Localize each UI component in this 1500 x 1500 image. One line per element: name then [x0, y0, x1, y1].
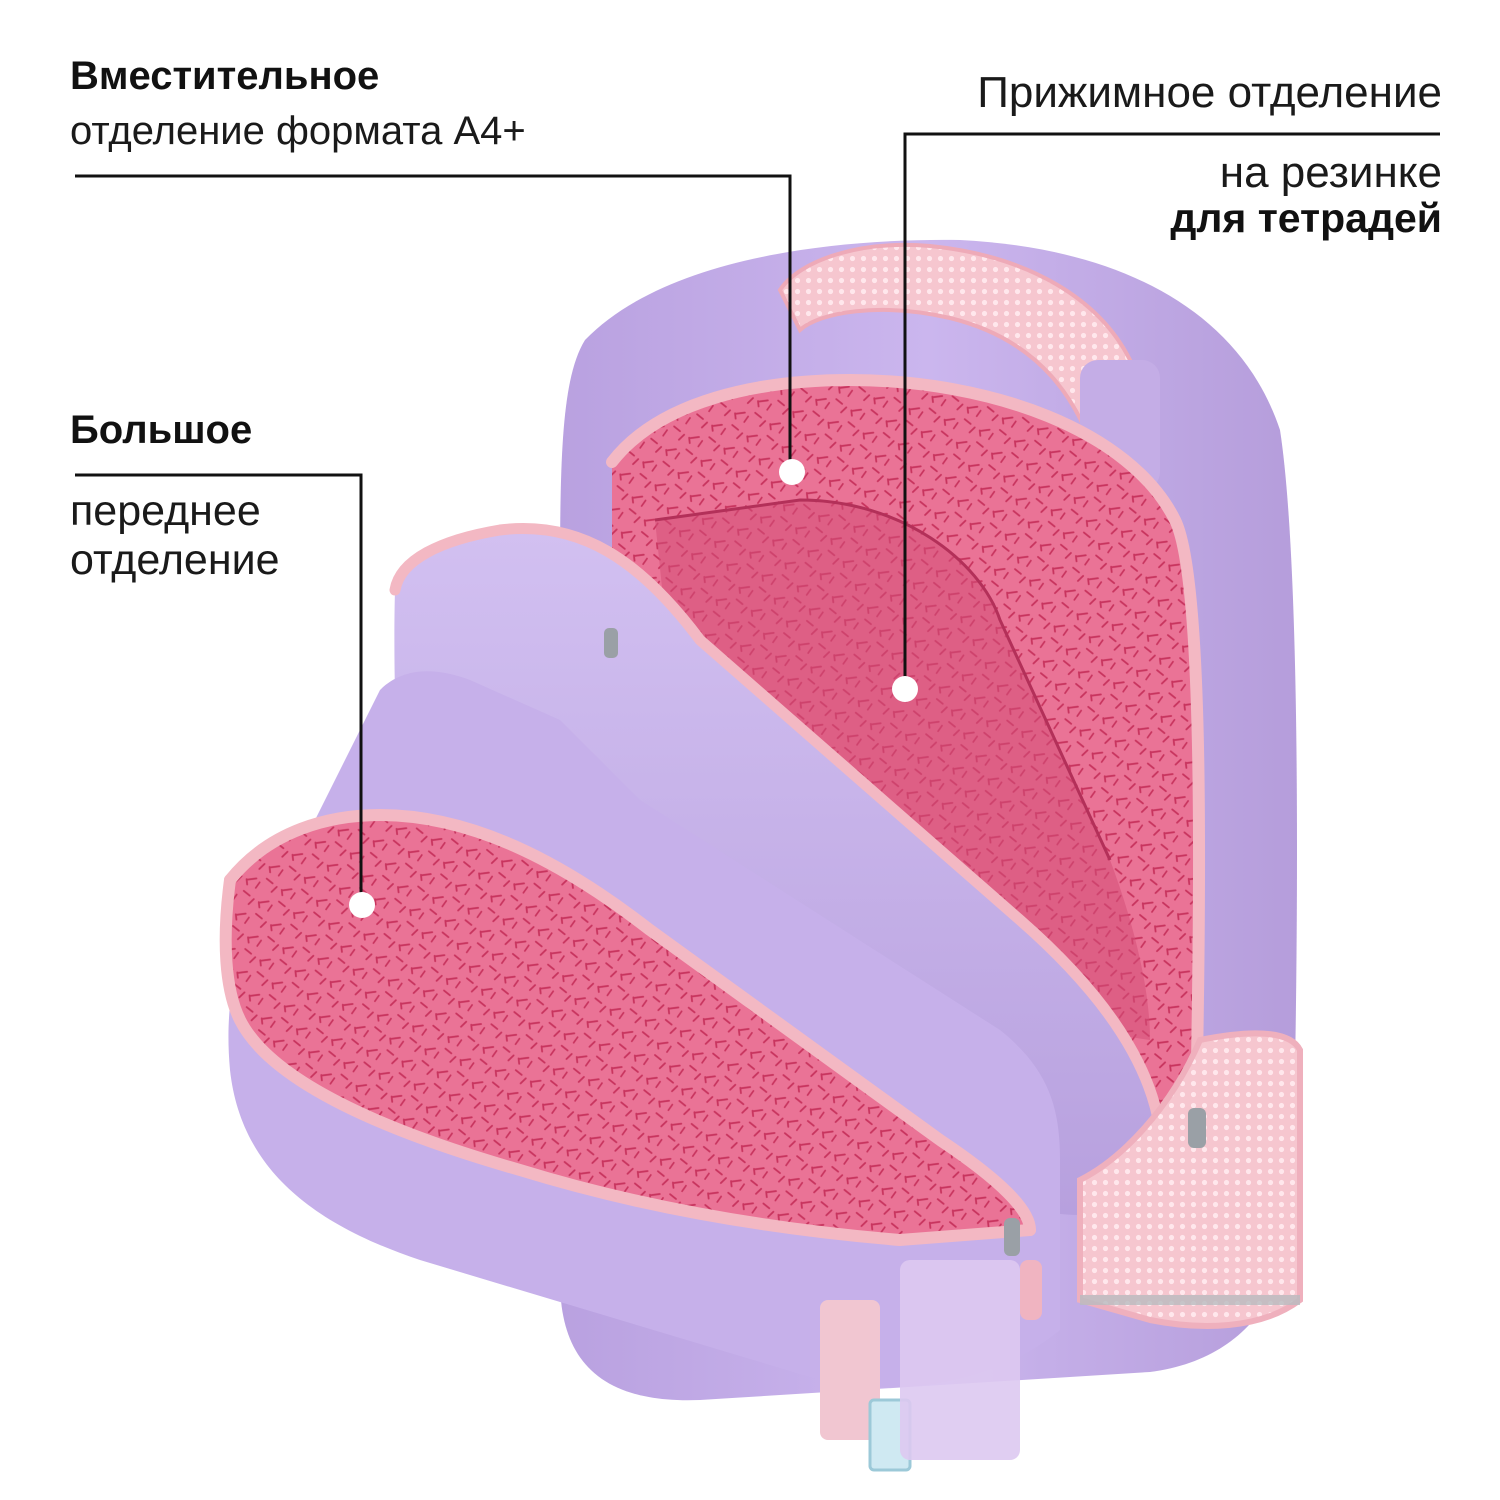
callout-pressing-line2: на резинке — [1219, 148, 1442, 197]
callout-front-title: Большое — [70, 408, 253, 452]
callout-pressing-line3: для тетрадей — [1170, 195, 1442, 241]
callout-capacious-title: Вместительное — [70, 54, 380, 98]
callout-pressing-line1: Прижимное отделение — [977, 68, 1442, 117]
callout-front-line1: переднее — [70, 487, 261, 535]
callout-front-line2: отделение — [70, 536, 280, 584]
callout-capacious-subtitle: отделение формата А4+ — [70, 109, 526, 153]
